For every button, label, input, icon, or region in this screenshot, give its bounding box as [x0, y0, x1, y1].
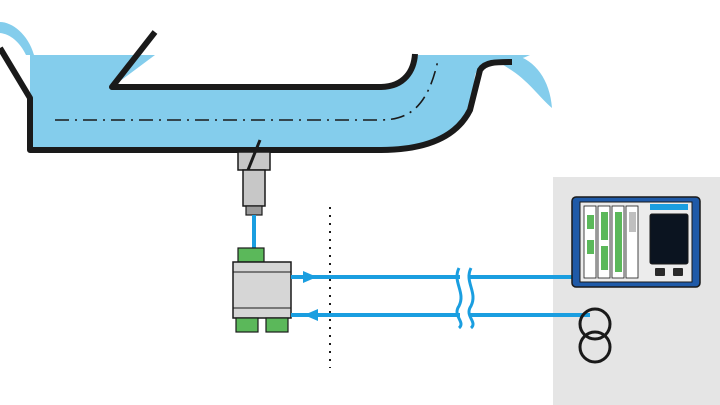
transmitter-bottom-terminal — [265, 317, 289, 333]
channel-inner-outline — [109, 30, 418, 90]
inflow-stream — [0, 22, 34, 55]
controller-screen — [649, 213, 689, 265]
sensor-connector — [245, 205, 263, 216]
sensor-body — [242, 169, 266, 207]
transmitter-bottom-terminal — [235, 317, 259, 333]
cable-break-marks — [455, 267, 475, 330]
water-channel — [30, 55, 530, 150]
channel-outline — [0, 46, 513, 153]
controller-brand-strip — [650, 204, 688, 210]
controller-terminal — [587, 240, 594, 254]
controller-terminal — [587, 215, 594, 229]
controller-device — [571, 196, 701, 288]
transmitter-body — [232, 261, 292, 319]
controller-button — [673, 268, 683, 276]
sensor-mount-line — [246, 139, 262, 171]
transmitter-module — [232, 247, 292, 333]
arrow-right-icon — [303, 271, 317, 283]
transformer-symbol — [578, 307, 612, 364]
controller-button — [655, 268, 665, 276]
controller-terminal — [615, 212, 622, 272]
channel-centerline — [55, 59, 439, 121]
controller-terminal — [601, 246, 608, 270]
signal-line-upper — [291, 271, 575, 283]
controller-terminal — [629, 212, 636, 232]
signal-line-lower — [291, 309, 590, 321]
arrow-left-icon — [304, 309, 318, 321]
flow-sensor — [237, 139, 271, 216]
controller-terminal — [601, 212, 608, 240]
outflow-stream — [488, 55, 552, 108]
transmitter-top-terminal — [237, 247, 265, 263]
